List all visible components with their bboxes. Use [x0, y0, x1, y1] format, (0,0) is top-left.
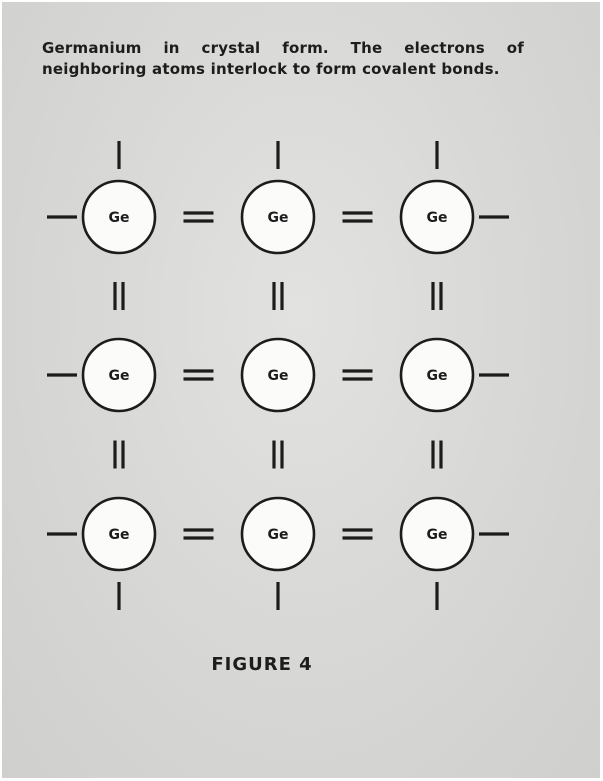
atom-circle — [399, 496, 475, 572]
atom-label: Ge — [109, 368, 130, 384]
atom-circle — [81, 179, 157, 255]
germanium-atom: Ge — [399, 179, 475, 255]
germanium-atom: Ge — [240, 179, 316, 255]
germanium-atom: Ge — [399, 337, 475, 413]
atom-label: Ge — [427, 210, 448, 226]
germanium-atom: Ge — [81, 496, 157, 572]
atom-label: Ge — [268, 210, 289, 226]
atom-circle — [240, 179, 316, 255]
germanium-atom: Ge — [81, 337, 157, 413]
atom-circle — [81, 337, 157, 413]
atom-label: Ge — [109, 527, 130, 543]
atom-circle — [399, 179, 475, 255]
figure-label: FIGURE 4 — [211, 654, 313, 675]
atom-circle — [399, 337, 475, 413]
germanium-atom: Ge — [240, 496, 316, 572]
atom-circle — [81, 496, 157, 572]
caption: Germanium in crystal form. The electrons… — [42, 39, 524, 78]
atom-label: Ge — [427, 368, 448, 384]
atom-circle — [240, 496, 316, 572]
atom-label: Ge — [109, 210, 130, 226]
germanium-atom: Ge — [81, 179, 157, 255]
germanium-atom: Ge — [399, 496, 475, 572]
atom-label: Ge — [268, 368, 289, 384]
atom-circle — [240, 337, 316, 413]
atom-label: Ge — [427, 527, 448, 543]
germanium-atom: Ge — [240, 337, 316, 413]
atom-label: Ge — [268, 527, 289, 543]
